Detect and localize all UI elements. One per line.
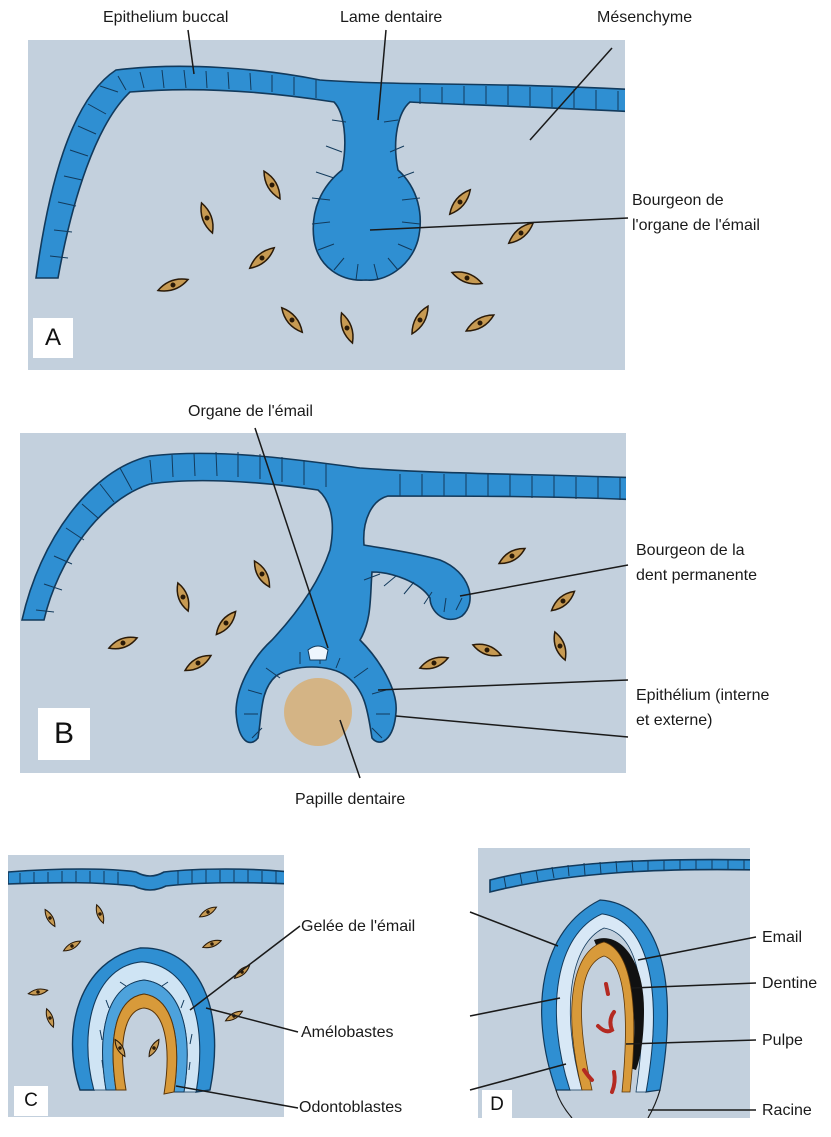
panel-d	[470, 848, 760, 1118]
label-bourgeon-organe-email: Bourgeon de l'organe de l'émail	[632, 188, 760, 238]
label-racine: Racine	[762, 1101, 812, 1120]
panel-a	[28, 30, 640, 370]
label-gelee-email: Gelée de l'émail	[301, 917, 415, 936]
label-bourgeon-dent-permanente: Bourgeon de la dent permanente	[636, 538, 757, 588]
panel-a-letter: A	[33, 318, 73, 358]
label-mesenchyme: Mésenchyme	[597, 8, 692, 27]
panel-b-letter: B	[38, 708, 90, 760]
label-papille-dentaire: Papille dentaire	[295, 790, 405, 809]
label-amelobastes: Amélobastes	[301, 1023, 394, 1042]
label-epithelium-interne-externe: Epithélium (interne et externe)	[636, 683, 769, 733]
label-dentine: Dentine	[762, 974, 817, 993]
label-email: Email	[762, 928, 802, 947]
label-odontoblastes: Odontoblastes	[299, 1098, 402, 1117]
label-organe-email: Organe de l'émail	[188, 402, 313, 421]
panel-b-dental-papilla	[284, 678, 352, 746]
label-pulpe: Pulpe	[762, 1031, 803, 1050]
panel-c	[8, 855, 300, 1117]
panel-b-enamel-organ-core	[308, 646, 328, 660]
panel-c-letter: C	[14, 1086, 48, 1116]
label-epithelium-buccal: Epithelium buccal	[103, 8, 228, 27]
panel-b	[20, 428, 640, 778]
label-lame-dentaire: Lame dentaire	[340, 8, 442, 27]
panel-d-letter: D	[482, 1090, 512, 1120]
